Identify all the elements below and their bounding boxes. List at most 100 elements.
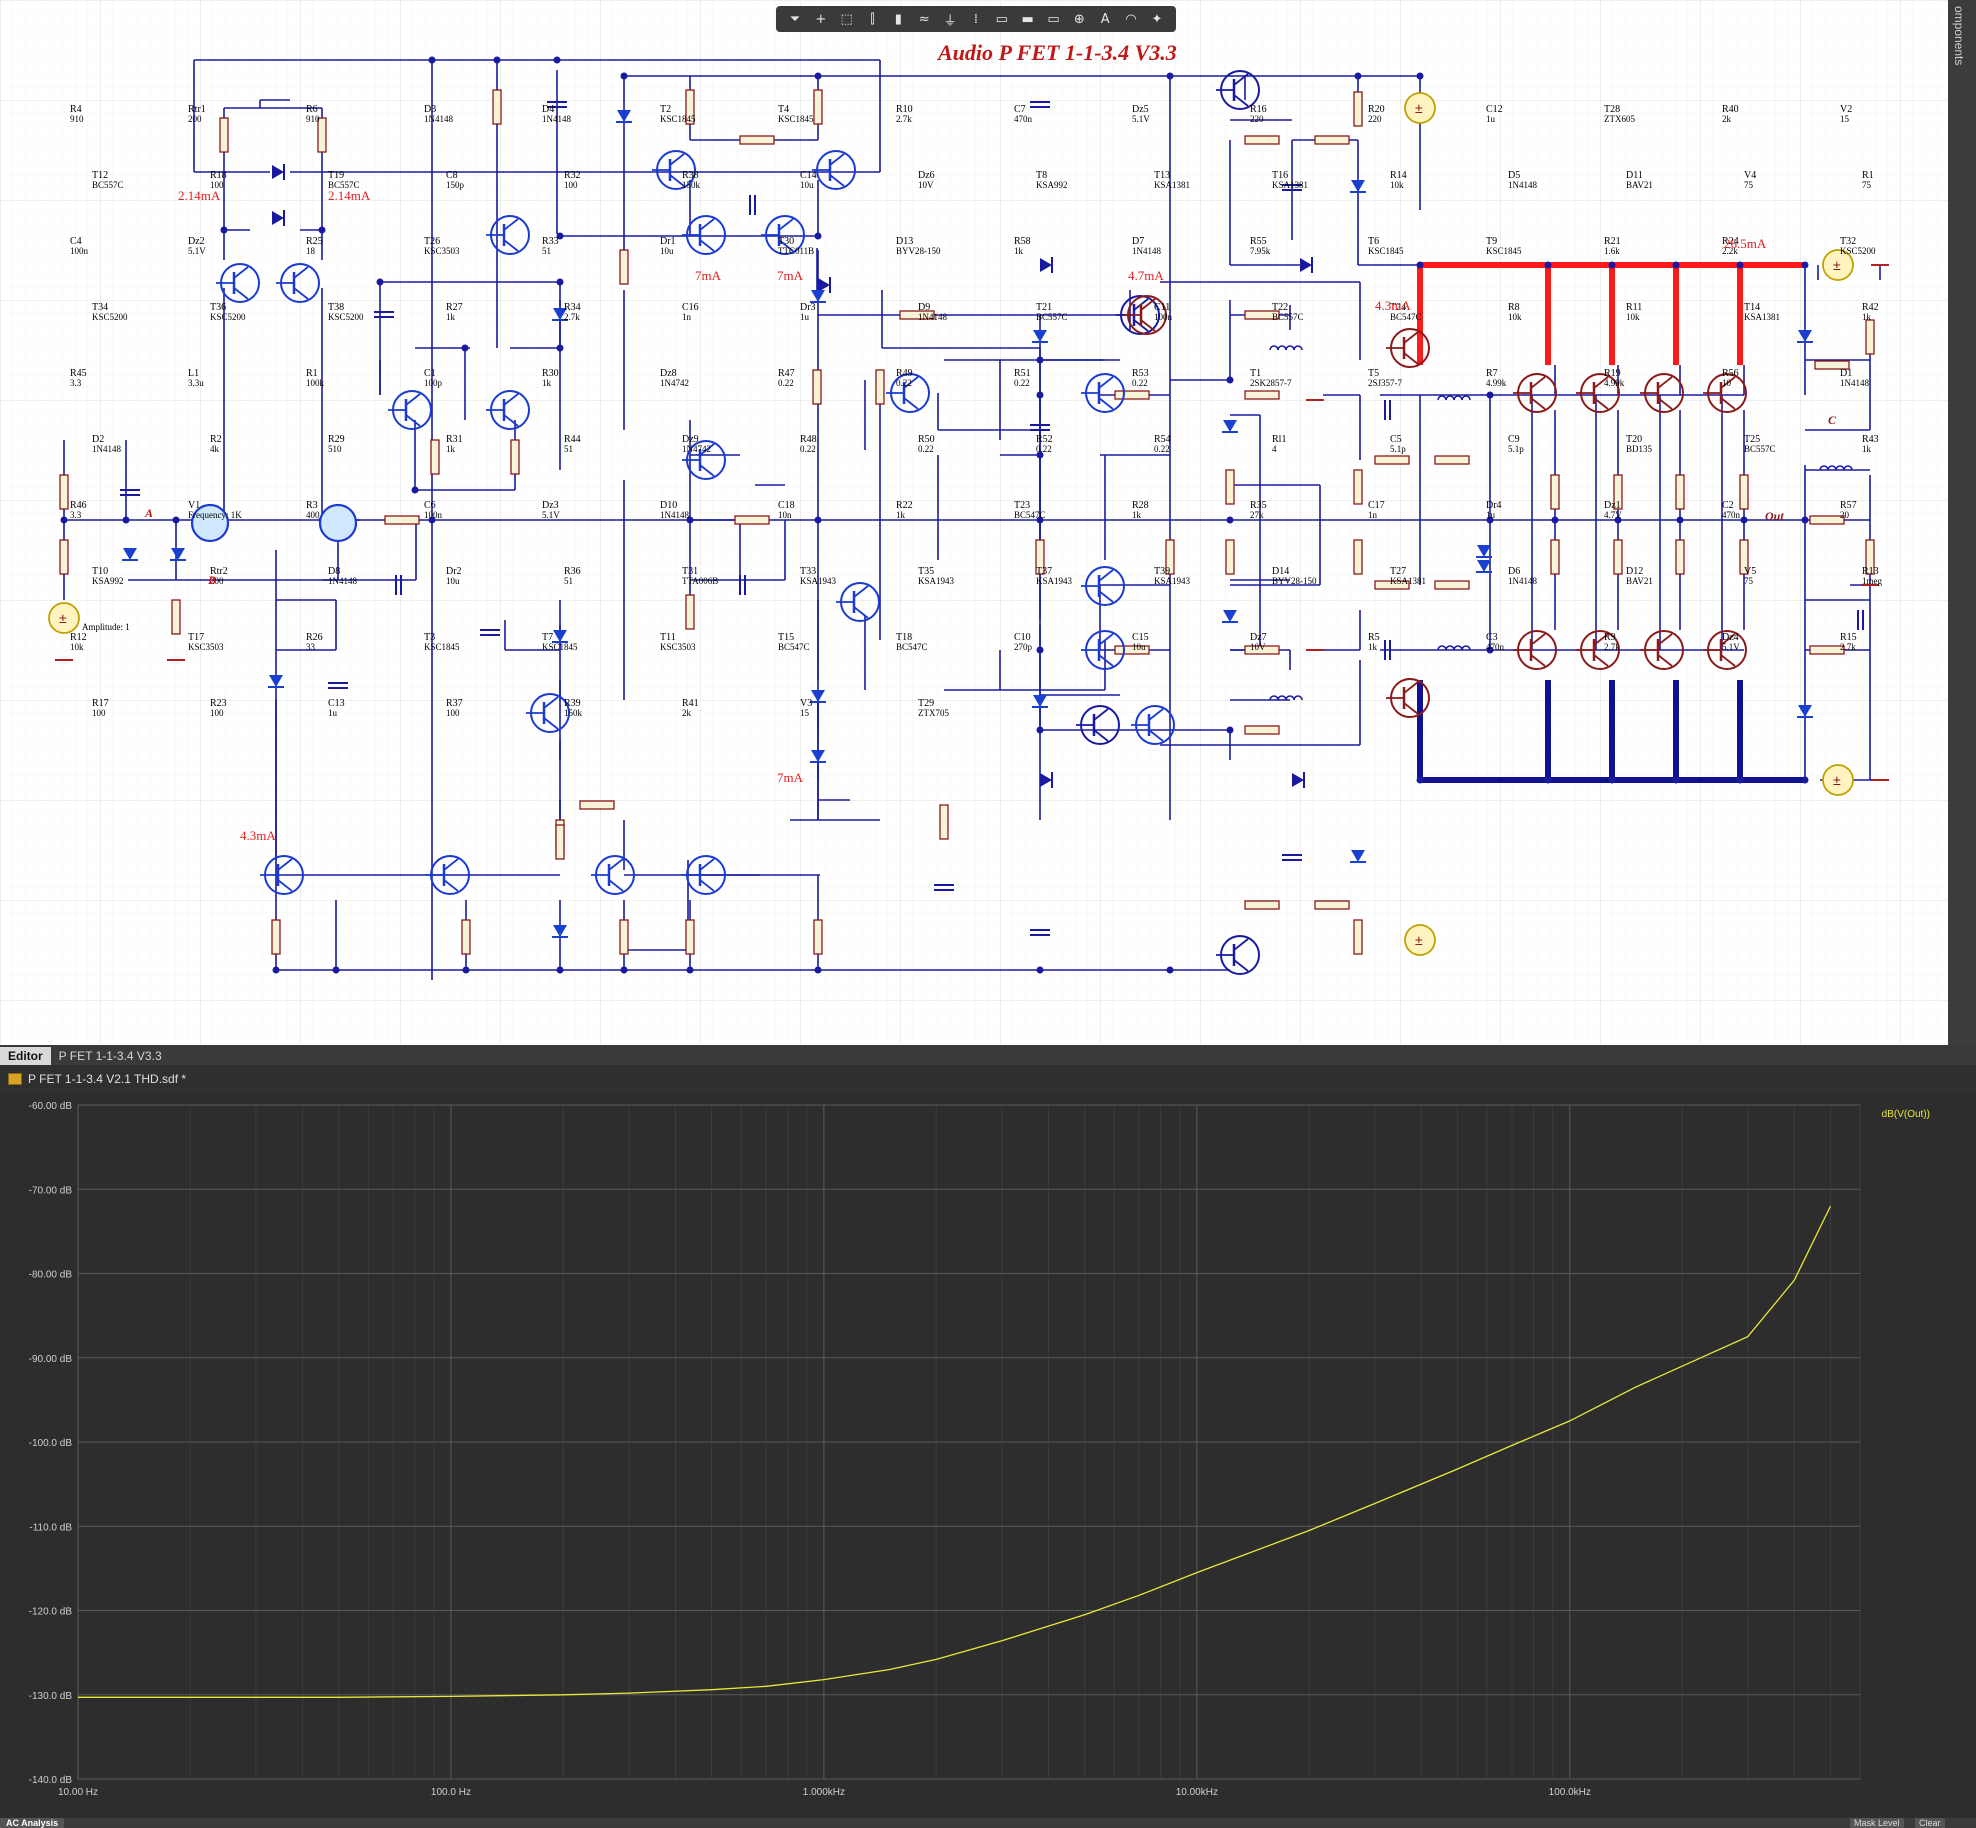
ac-analysis-plot[interactable]: -60.00 dB-70.00 dB-80.00 dB-90.00 dB-100… [0,1093,1976,1820]
doc-tab-1[interactable]: P FET 1-1-3.4 V3.3 [58,1049,162,1063]
thd-chart[interactable]: -60.00 dB-70.00 dB-80.00 dB-90.00 dB-100… [0,1093,1976,1820]
component-r7-76[interactable]: R74.99k [1486,368,1507,388]
component-l1-65[interactable]: L13.3u [188,368,204,388]
power-icon[interactable]: ▭ [1047,11,1060,27]
schematic-drawing[interactable]: ±±±±± R4910Rtr1200R6910D31N4148D41N4148T… [0,0,1976,1045]
wire-icon[interactable]: ≈ [918,11,930,27]
component-r9-141[interactable]: R92.7k [1604,632,1620,652]
select-rect-icon[interactable]: ⬚ [840,11,853,27]
net-label-icon[interactable]: ▭ [995,11,1008,27]
result-file-title[interactable]: P FET 1-1-3.4 V2.1 THD.sdf * [28,1072,187,1086]
text-icon[interactable]: A [1100,11,1110,27]
probe-icon[interactable]: ⊕ [1073,11,1085,27]
component-layer[interactable]: ±±±±± [48,70,1889,975]
doc-tab-0[interactable]: Editor [0,1047,51,1065]
legend-entry[interactable]: dB(V(Out)) [1882,1109,1930,1120]
bus-icon[interactable]: ⁞ [973,11,978,27]
marker-icon[interactable]: ✦ [1151,11,1163,27]
plus-icon[interactable]: + [815,11,827,27]
mask-level-button[interactable]: Mask Level [1850,1818,1904,1828]
